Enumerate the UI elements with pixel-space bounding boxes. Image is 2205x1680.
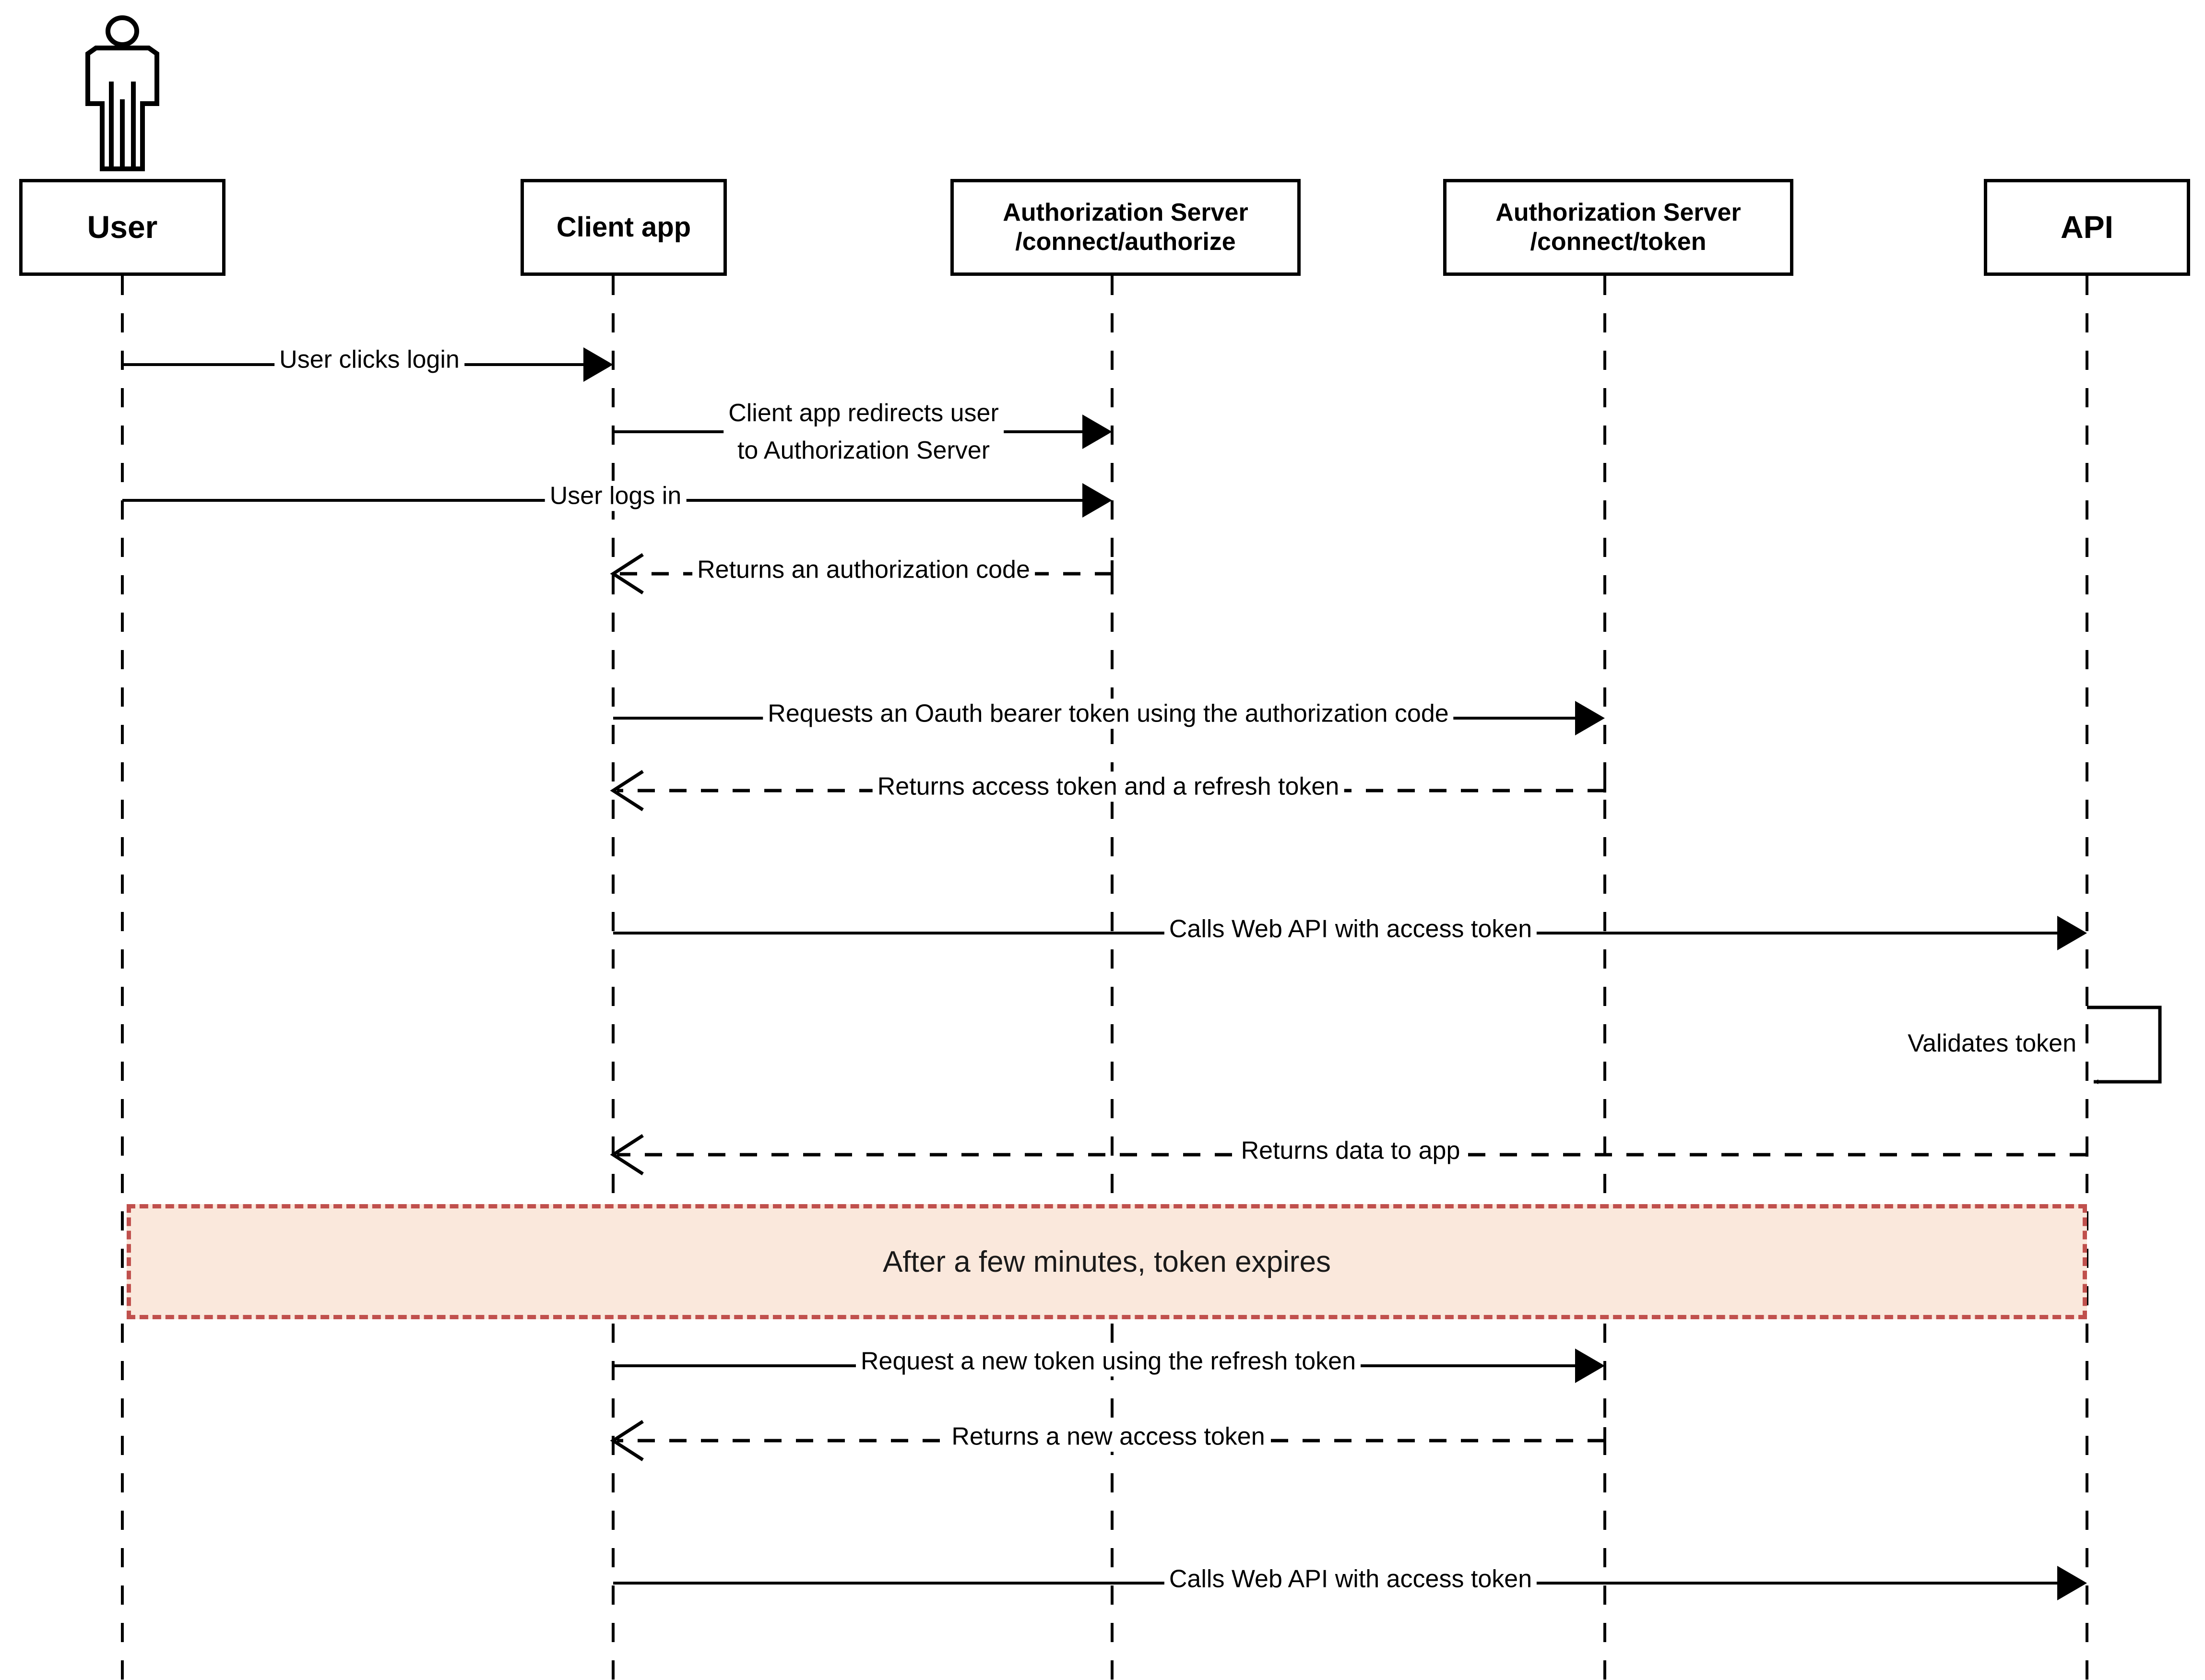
message-label-m5: Requests an Oauth bearer token using the… (763, 698, 1454, 729)
message-label-m4: Returns an authorization code (692, 555, 1035, 585)
message-label-m12: Calls Web API with access token (1164, 1564, 1537, 1595)
message-lines-group (122, 347, 2162, 1600)
arrowhead-m12 (2057, 1566, 2087, 1600)
message-arrow-m8[interactable] (2087, 1006, 2162, 1084)
arrowhead-m7 (2057, 916, 2087, 950)
arrowhead-m6 (610, 770, 644, 811)
stick-figure-icon (85, 15, 159, 171)
note-text: After a few minutes, token expires (883, 1245, 1331, 1278)
lifeline-lines-group (121, 276, 2088, 1680)
lifeline-label-token: Authorization Server/connect/token (1495, 198, 1741, 256)
lifeline-header-authz[interactable]: Authorization Server/connect/authorize (950, 179, 1301, 276)
message-label-m9: Returns data to app (1236, 1136, 1465, 1166)
message-label-m1: User clicks login (274, 344, 464, 375)
lifeline-header-api[interactable]: API (1984, 179, 2190, 276)
message-label-m8: Validates token (1908, 1029, 2076, 1057)
lifeline-label-api: API (2060, 209, 2114, 245)
lifeline-header-user[interactable]: User (19, 179, 225, 276)
note-band: After a few minutes, token expires (127, 1204, 2087, 1319)
message-label-m3: User logs in (545, 481, 687, 511)
arrowhead-m10 (1575, 1349, 1605, 1383)
arrowhead-m5 (1575, 701, 1605, 735)
message-label-m7: Calls Web API with access token (1164, 914, 1537, 945)
lifeline-label-authz: Authorization Server/connect/authorize (1003, 198, 1248, 256)
actor-icon-group (85, 15, 159, 171)
arrowhead-m2 (1082, 414, 1112, 449)
message-label-m6: Returns access token and a refresh token (872, 771, 1344, 802)
message-label-m10: Request a new token using the refresh to… (856, 1346, 1361, 1377)
message-label-m11: Returns a new access token (947, 1421, 1270, 1452)
lifeline-label-client: Client app (556, 211, 691, 243)
lifeline-label-user: User (87, 209, 158, 245)
arrowhead-m4 (610, 553, 644, 594)
lifeline-header-client[interactable]: Client app (521, 179, 727, 276)
arrowhead-m1 (583, 347, 613, 382)
lifeline-header-token[interactable]: Authorization Server/connect/token (1443, 179, 1793, 276)
arrowhead-m11 (610, 1420, 644, 1461)
arrowhead-m9 (610, 1134, 644, 1175)
arrowhead-m3 (1082, 483, 1112, 518)
